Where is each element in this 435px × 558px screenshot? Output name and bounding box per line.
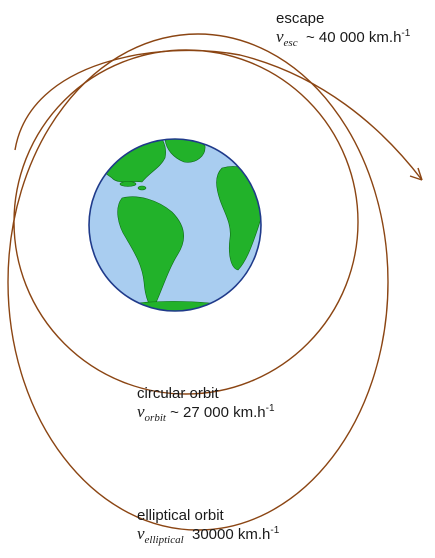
elliptical-orbit-label: elliptical orbit velliptical 30000 km.h-… (137, 507, 279, 546)
circular-velocity-exponent: -1 (265, 403, 275, 414)
elliptical-orbit-title: elliptical orbit (137, 507, 224, 524)
escape-velocity-exponent: -1 (401, 28, 411, 39)
escape-title: escape (276, 10, 325, 27)
earth-globe-icon (88, 138, 262, 312)
elliptical-orbit-path (7, 33, 389, 531)
escape-trajectory-path (14, 49, 423, 181)
escape-velocity-subscript: esc (283, 37, 298, 49)
escape-velocity-value: ~ 40 000 km.h (305, 29, 402, 46)
circular-orbit-label: circular orbit vorbit ~ 27 000 km.h-1 (137, 385, 275, 424)
circular-orbit-title: circular orbit (137, 385, 219, 402)
circular-orbit-velocity: vorbit ~ 27 000 km.h-1 (137, 402, 275, 425)
escape-velocity-symbol: v (276, 27, 284, 46)
elliptical-velocity-symbol: v (137, 524, 145, 543)
circular-velocity-value: ~ 27 000 km.h (170, 404, 266, 421)
elliptical-velocity-subscript: elliptical (144, 534, 184, 546)
circular-velocity-subscript: orbit (144, 412, 166, 424)
elliptical-velocity-exponent: -1 (270, 525, 280, 536)
elliptical-orbit-velocity: velliptical 30000 km.h-1 (137, 524, 280, 547)
escape-label: escape vesc ~ 40 000 km.h-1 (276, 10, 410, 49)
circular-velocity-symbol: v (137, 402, 145, 421)
arrowhead-icon (409, 167, 423, 181)
escape-velocity: vesc ~ 40 000 km.h-1 (276, 27, 411, 50)
elliptical-velocity-value: 30000 km.h (192, 526, 271, 543)
